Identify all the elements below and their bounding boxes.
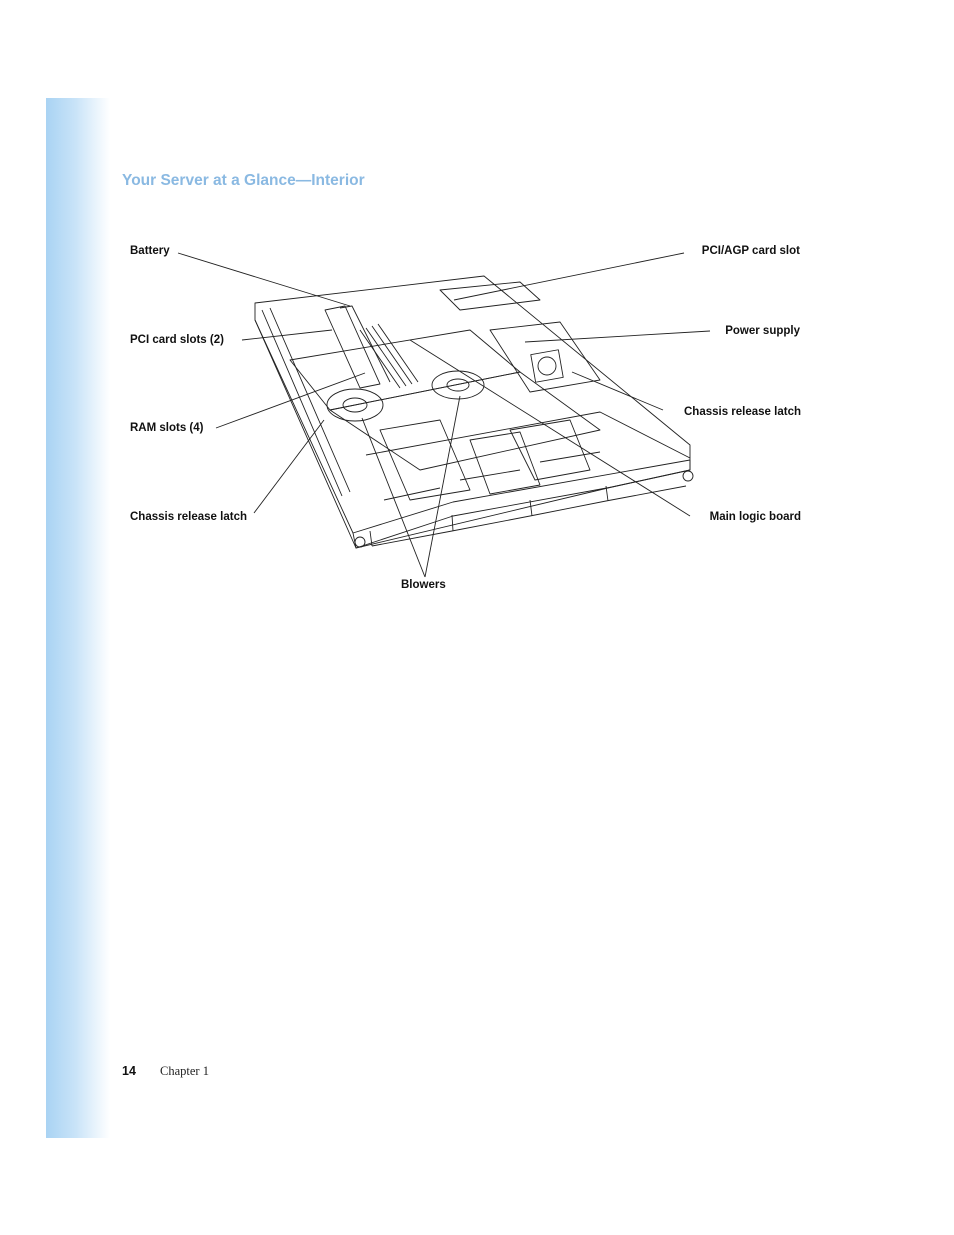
power-supply-box — [489, 321, 601, 393]
callout-pci-agp-card-slot: PCI/AGP card slot — [701, 245, 800, 257]
blower-left — [326, 388, 384, 422]
side-color-band — [46, 98, 110, 1138]
page-title: Your Server at a Glance—Interior — [122, 172, 365, 189]
server-interior-illustration — [177, 252, 711, 578]
callout-chassis-release-latch-right: Chassis release latch — [684, 406, 801, 418]
callout-chassis-release-latch-left: Chassis release latch — [130, 511, 247, 523]
callout-battery: Battery — [130, 245, 170, 257]
page-number: 14 — [122, 1064, 136, 1078]
callout-power-supply: Power supply — [725, 325, 800, 337]
callout-pci-card-slots: PCI card slots (2) — [130, 334, 224, 346]
chassis-outline — [254, 275, 691, 549]
front-panel — [352, 460, 691, 549]
blower-right — [431, 370, 485, 400]
callout-main-logic-board: Main logic board — [709, 511, 801, 523]
callout-ram-slots: RAM slots (4) — [130, 422, 204, 434]
chapter-label: Chapter 1 — [160, 1064, 209, 1078]
callout-blowers: Blowers — [401, 579, 446, 591]
